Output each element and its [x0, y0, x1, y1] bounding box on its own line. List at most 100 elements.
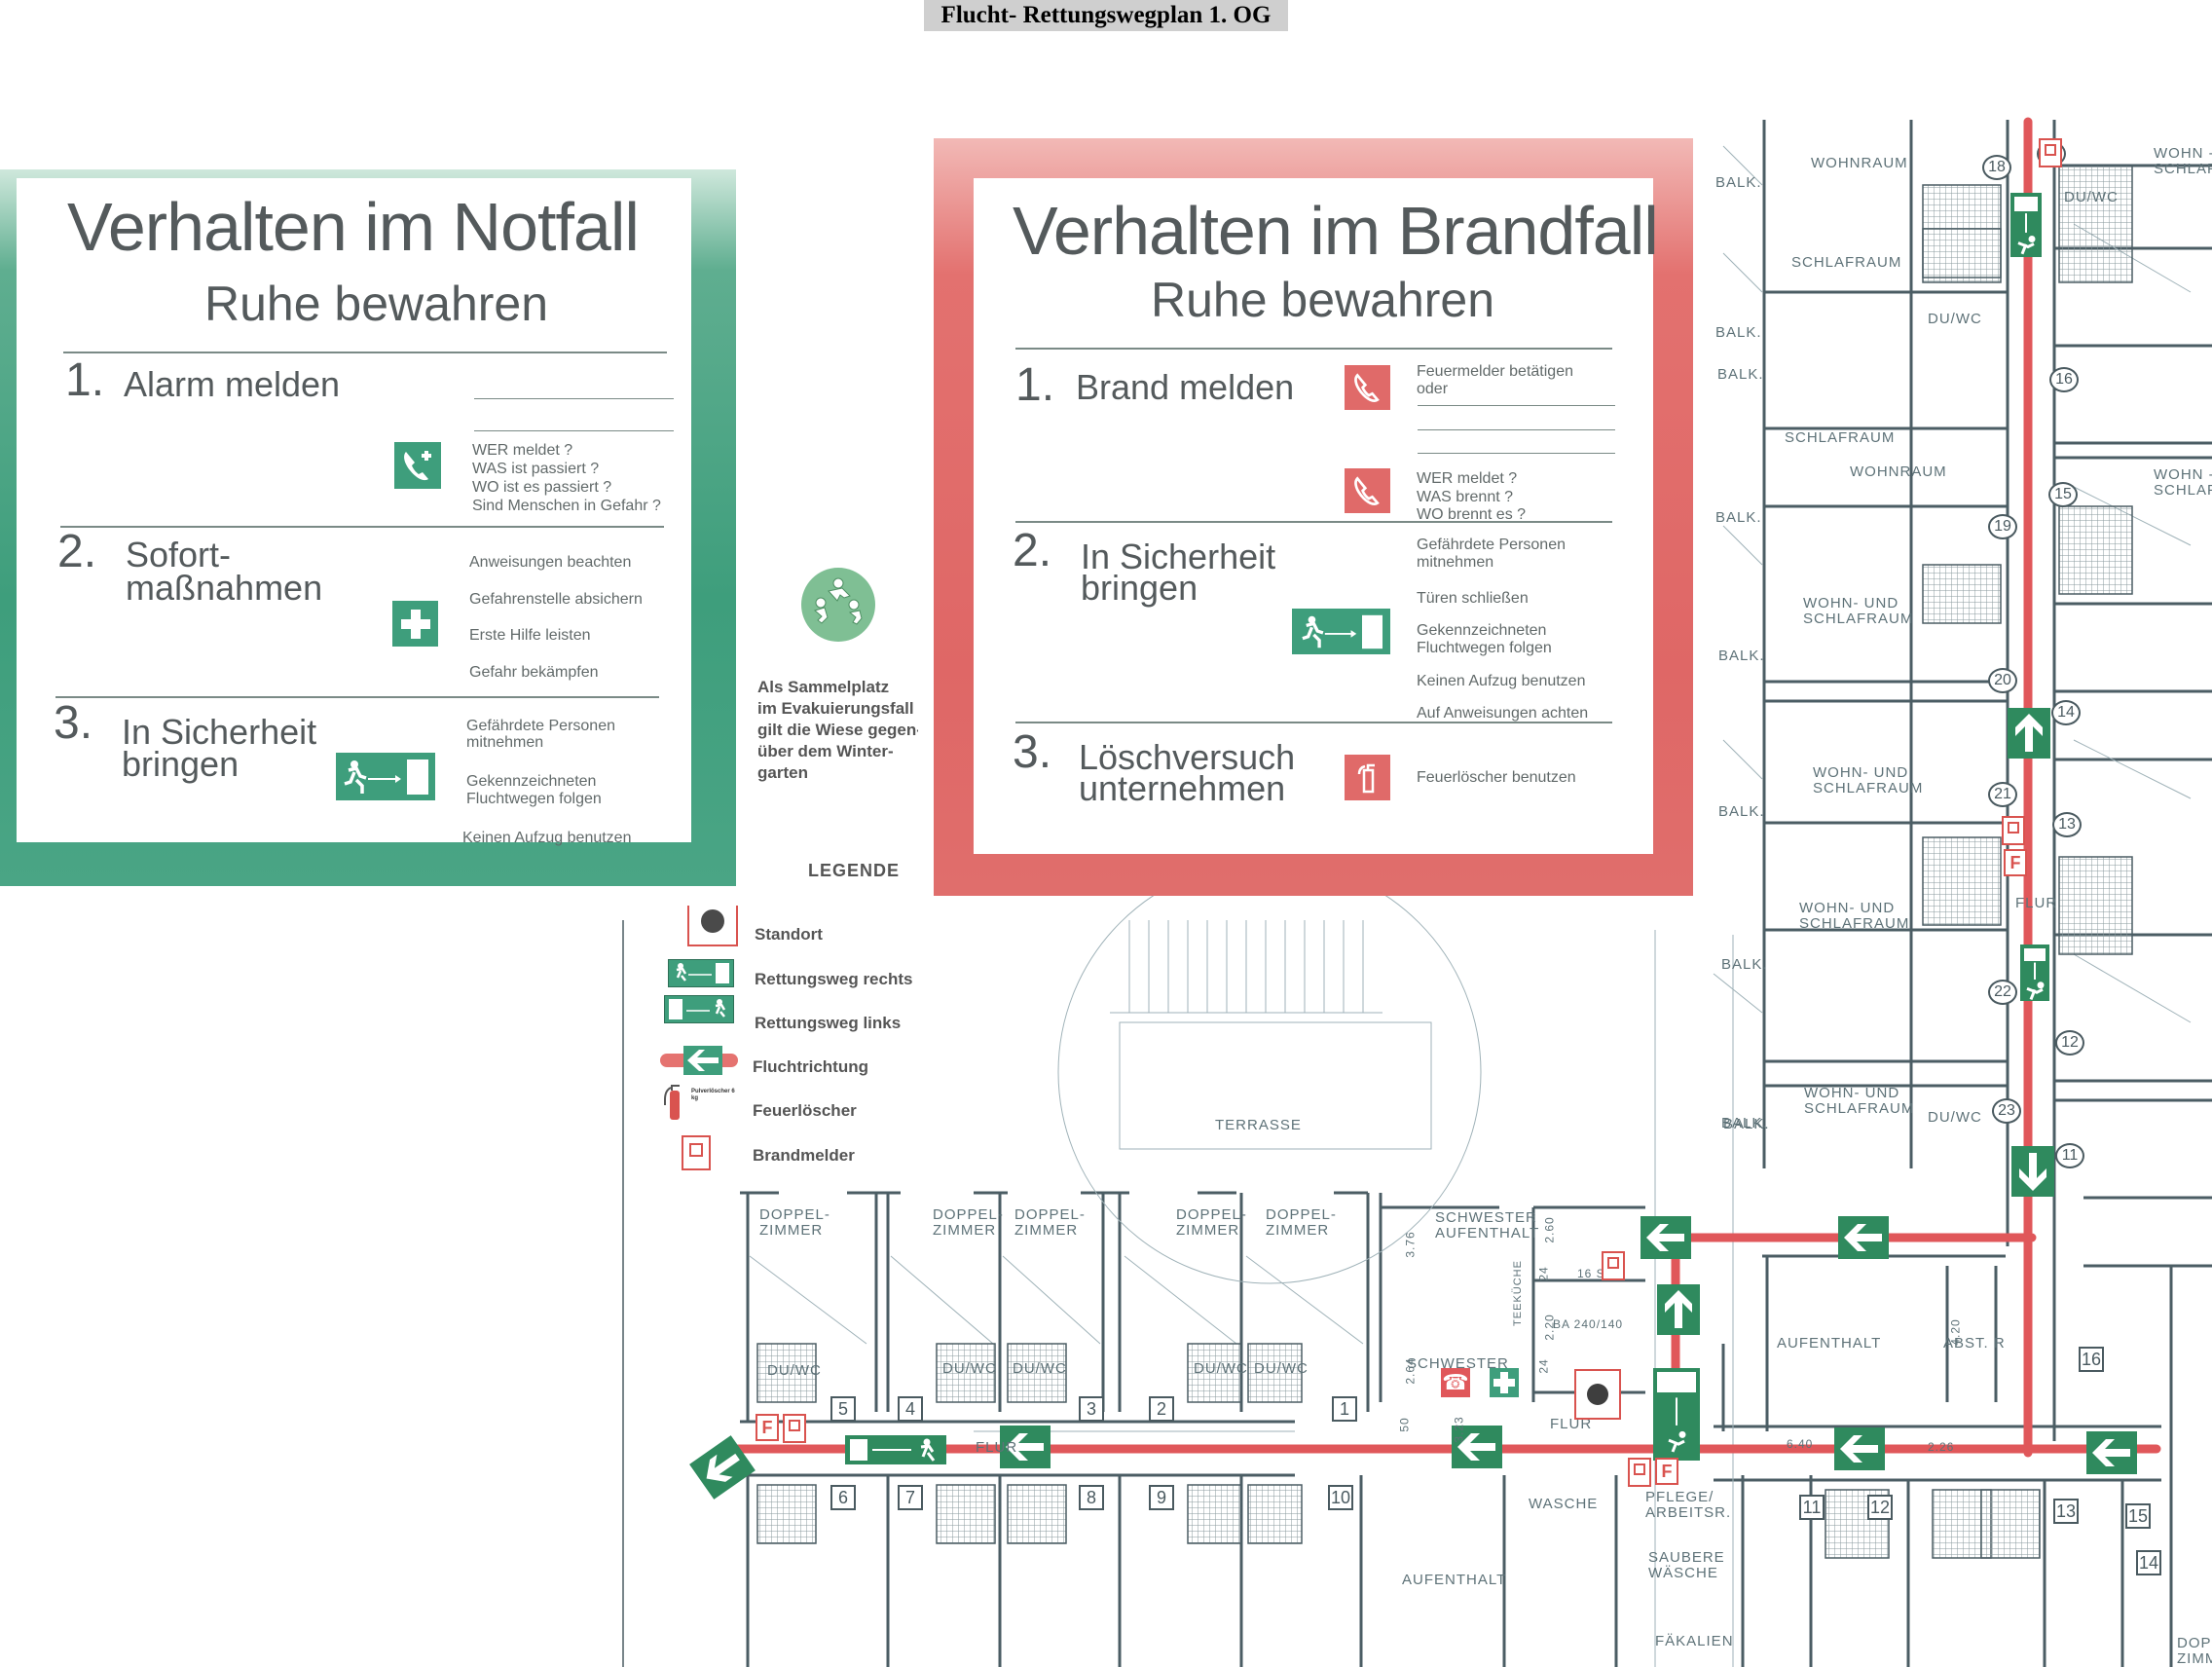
exit-sign-icon [845, 1435, 946, 1464]
assembly-line: im Evakuierungsfall [757, 699, 914, 718]
blank-line [474, 398, 674, 399]
assembly-point-icon [801, 568, 875, 642]
assembly-line: garten [757, 763, 808, 782]
fire-hose-marker: F [756, 1414, 779, 1441]
room-number: 2 [1149, 1396, 1174, 1422]
room-label: BALK. [1718, 803, 1765, 820]
arrow-down-icon [2011, 1146, 2054, 1197]
arrow-left-icon [1834, 1427, 1885, 1470]
room-number: 8 [1079, 1485, 1104, 1510]
room-label: WASCHE [1529, 1496, 1599, 1512]
note: Gefährdete Personen [466, 718, 615, 734]
note: Fluchtwegen folgen [466, 791, 602, 807]
note: Sind Menschen in Gefahr ? [472, 498, 661, 514]
room-label: DU/WC [767, 1362, 822, 1379]
room-label: SCHLAFRAUM [1791, 254, 1902, 271]
exit-sign-icon [2020, 945, 2049, 1001]
legend-extinguisher-caption: Pulverlöscher 6 kg [691, 1089, 735, 1101]
room-label: WOHN- UND SCHLAFRAUM [1799, 900, 1910, 932]
step-label: bringen [1081, 568, 1198, 608]
room-number: 13 [2052, 812, 2082, 837]
step-label: Alarm melden [124, 364, 341, 404]
fire-alarm-icon [1602, 1251, 1625, 1280]
room-label: BALK. [1721, 956, 1768, 973]
divider [60, 526, 664, 528]
assembly-line: über dem Winter- [757, 742, 894, 760]
room-label: SCHLAFRAUM [1785, 429, 1896, 446]
room-label: TEEKÜCHE [1511, 1260, 1524, 1326]
note: Gekennzeichneten [1417, 622, 1547, 639]
brandfall-subtitle: Ruhe bewahren [1151, 273, 1495, 327]
note: WAS ist passiert ? [472, 461, 600, 477]
brandfall-sign-panel: Verhalten im Brandfall Ruhe bewahren 1. … [974, 178, 1659, 854]
blank-line [1418, 405, 1615, 406]
room-number: 12 [1867, 1495, 1893, 1520]
room-label: DU/WC [2064, 189, 2119, 205]
dimension-label: 3.76 [1403, 1231, 1418, 1258]
note: Gefahr bekämpfen [469, 664, 599, 681]
room-number: 10 [1328, 1485, 1353, 1510]
step-number: 3. [1013, 726, 1052, 778]
legend-label: Brandmelder [753, 1146, 855, 1165]
fire-alarm-icon [2039, 138, 2062, 167]
room-number: 11 [1799, 1495, 1825, 1520]
room-number: 16 [2049, 367, 2079, 392]
arrow-left-icon [1000, 1426, 1051, 1468]
route-signs [689, 193, 2137, 1500]
note: Erste Hilfe leisten [469, 627, 591, 644]
dimension-label: 4.20 [1948, 1318, 1963, 1346]
note: Gekennzeichneten [466, 773, 597, 790]
legend-title: LEGENDE [808, 861, 901, 880]
room-number: 20 [1988, 668, 2017, 693]
room-number: 16 [2079, 1347, 2104, 1372]
exit-sign-icon [336, 753, 435, 800]
notfall-sign-panel: Verhalten im Notfall Ruhe bewahren 1. Al… [17, 178, 691, 846]
emergency-phone-icon [394, 442, 441, 489]
room-label: WOHNRAUM [1811, 155, 1908, 171]
notfall-subtitle: Ruhe bewahren [204, 277, 549, 331]
arrow-left-icon [689, 1435, 756, 1500]
room-number: 19 [1988, 514, 2017, 539]
dimension-label: 24 [1536, 1266, 1551, 1281]
step-label: Löschversuch [1079, 737, 1296, 777]
room-label: BALK. [1715, 324, 1762, 341]
step-label: Brand melden [1076, 367, 1295, 407]
divider [1015, 521, 1612, 523]
room-number: 4 [898, 1396, 923, 1422]
note: Keinen Aufzug benutzen [1417, 673, 1586, 689]
dimension-label: 2.64 [1403, 1357, 1418, 1385]
room-label: WOHN- UND SCHLAFRAUM [1803, 595, 1914, 627]
divider [1015, 722, 1612, 723]
room-label: WOHN - U SCHLAFR [2154, 466, 2212, 499]
room-label: BALK. [1723, 1116, 1770, 1132]
room-number: 13 [2053, 1499, 2079, 1524]
note: Fluchtwegen folgen [1417, 640, 1552, 656]
dimension-label: 3.23 [1452, 1416, 1466, 1443]
step-number: 1. [1015, 359, 1055, 411]
first-aid-icon [392, 601, 438, 647]
room-label: DOPPEL- ZIMMER [933, 1206, 1004, 1239]
fire-phone-icon [1345, 365, 1390, 410]
blank-line [1418, 429, 1615, 430]
room-label: BALK. [1721, 1115, 1768, 1131]
arrow-left-icon [1838, 1216, 1889, 1259]
legend-label: Feuerlöscher [753, 1101, 857, 1120]
first-aid-icon [1490, 1368, 1519, 1397]
note: WER meldet ? [472, 442, 573, 459]
blank-line [1418, 453, 1615, 454]
note: WO brennt es ? [1417, 506, 1527, 523]
room-number: 22 [1988, 980, 2017, 1005]
room-number: 9 [1149, 1485, 1174, 1510]
room-label: WOHN- UND SCHLAFRAUM [1813, 764, 1924, 796]
room-number: 14 [2051, 700, 2081, 725]
divider [1015, 348, 1612, 350]
room-label: DOPPEL- ZIMMER [1266, 1206, 1337, 1239]
room-label: DU/WC [1013, 1360, 1067, 1377]
room-label: FÄKALIEN [1655, 1633, 1734, 1649]
you-are-here-icon [1574, 1369, 1621, 1420]
room-label: DOPPEL- ZIMMER [1176, 1206, 1247, 1239]
note: Auf Anweisungen achten [1417, 705, 1589, 722]
arrow-left-icon [1452, 1426, 1502, 1468]
note: Gefährdete Personen [1417, 537, 1566, 553]
